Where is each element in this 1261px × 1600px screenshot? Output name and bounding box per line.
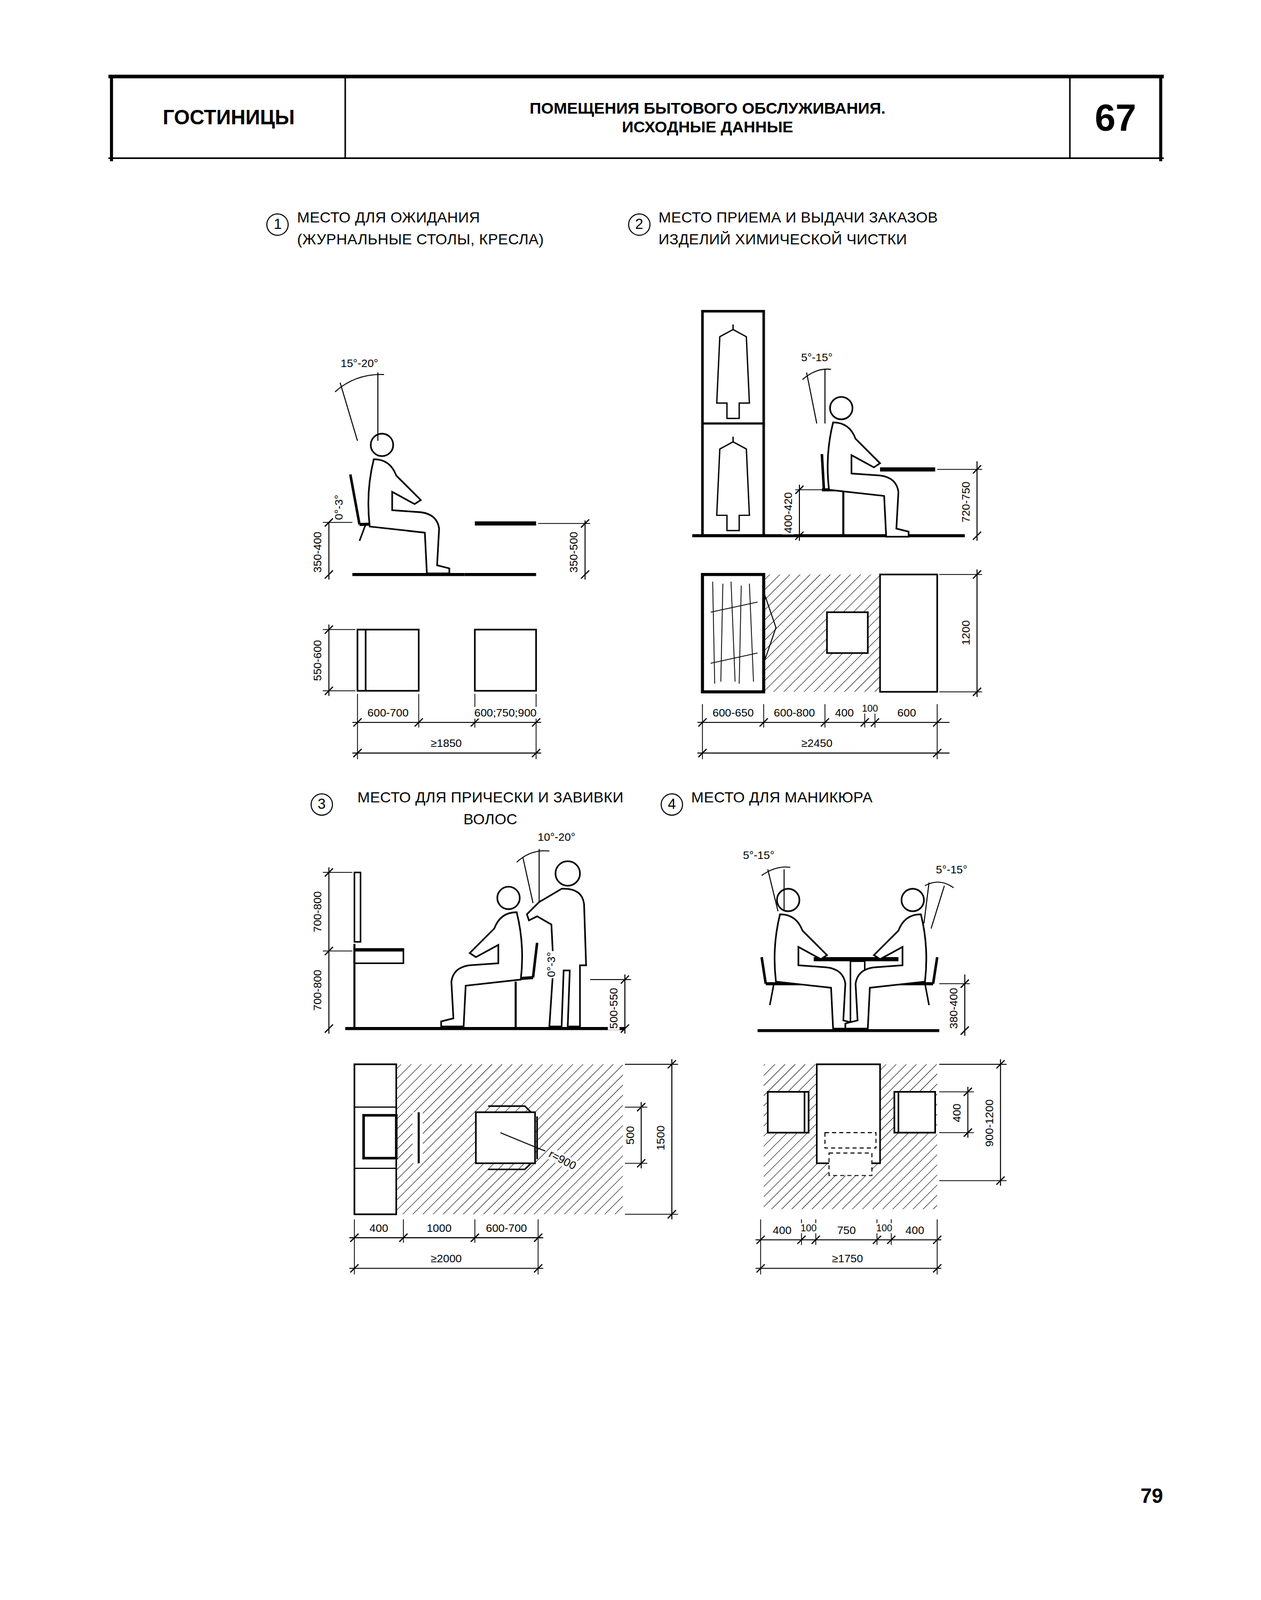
dimension-label: 5°-15°	[799, 351, 834, 364]
callout-heading: 1 МЕСТО ДЛЯ ОЖИДАНИЯ (ЖУРНАЛЬНЫЕ СТОЛЫ, К…	[266, 207, 585, 251]
dimension-label: 350-500	[567, 530, 580, 575]
dimension-label: 400	[950, 1102, 963, 1124]
dimension-label: ≥2000	[429, 1252, 463, 1265]
place-title: МЕСТО ДЛЯ ОЖИДАНИЯ (ЖУРНАЛЬНЫЕ СТОЛЫ, КР…	[297, 207, 586, 251]
dimension-label: ≥1750	[830, 1252, 864, 1265]
dimension-label: 600;750;900	[473, 706, 538, 719]
title-text: 67	[1094, 96, 1137, 140]
dimension-label: 720-750	[960, 480, 972, 525]
manicure-place-drawing	[755, 867, 1007, 1275]
dimension-label: 700-800	[311, 968, 324, 1012]
dimension-label: 380-400	[947, 987, 960, 1031]
dimension-label: 0°-3°	[545, 951, 558, 979]
dimension-label: 5°-15°	[934, 863, 969, 876]
dimension-label: 400	[904, 1224, 926, 1237]
dimension-label: 600-700	[484, 1222, 528, 1235]
dimension-label: ≥1850	[429, 737, 463, 750]
dimension-label: 700-800	[311, 890, 324, 934]
dimension-label: 600-800	[772, 706, 816, 719]
callout-number: 4	[660, 793, 684, 816]
dimension-label: 500-550	[607, 987, 620, 1031]
callout-number: 1	[266, 213, 289, 236]
callout-heading: 4 МЕСТО ДЛЯ МАНИКЮРА	[660, 787, 873, 816]
dimension-label: 0°-3°	[332, 493, 345, 521]
callout-number: 3	[310, 793, 333, 816]
hairdressing-place-drawing	[322, 849, 679, 1275]
dimension-label: 400-420	[782, 490, 795, 535]
callout-heading: 2 МЕСТО ПРИЕМА И ВЫДАЧИ ЗАКАЗОВ ИЗДЕЛИЙ Х…	[628, 207, 969, 251]
dimension-label: 350-400	[311, 530, 324, 575]
place-title: МЕСТО ДЛЯ МАНИКЮРА	[691, 787, 873, 810]
dimension-label: 400	[834, 706, 855, 719]
dimension-label: 400	[368, 1222, 390, 1235]
dimension-label: 1200	[960, 619, 972, 647]
dimension-label: 10°-20°	[536, 831, 577, 844]
dimension-label: 100	[875, 1223, 894, 1234]
dimension-label: 1000	[425, 1222, 453, 1235]
dimension-label: 550-600	[311, 638, 324, 682]
dimension-label: 600	[896, 706, 918, 719]
sheet-number-cell: 67	[1069, 78, 1161, 157]
dimension-label: 900-1200	[983, 1098, 996, 1148]
title-text: ГОСТИНИЦЫ	[162, 106, 295, 130]
place-title: МЕСТО ДЛЯ ПРИЧЕСКИ И ЗАВИВКИ ВОЛОС	[340, 787, 640, 831]
dimension-label: 600-700	[366, 706, 410, 719]
title-text: ПОМЕЩЕНИЯ БЫТОВОГО ОБСЛУЖИВАНИЯ. ИСХОДНЫ…	[510, 99, 906, 137]
section-title-cell: ГОСТИНИЦЫ	[112, 78, 345, 157]
dimension-label: r=900	[545, 1147, 580, 1173]
dimension-label: ≥2450	[800, 737, 834, 750]
dimension-label: 600-650	[711, 706, 755, 719]
dimension-label: 100	[860, 703, 879, 714]
dimension-label: 400	[771, 1224, 793, 1237]
page-number: 79	[1139, 1486, 1164, 1508]
sheet-title-cell: ПОМЕЩЕНИЯ БЫТОВОГО ОБСЛУЖИВАНИЯ. ИСХОДНЫ…	[345, 78, 1070, 157]
dimension-label: 100	[799, 1223, 818, 1234]
callout-heading: 3 МЕСТО ДЛЯ ПРИЧЕСКИ И ЗАВИВКИ ВОЛОС	[310, 787, 640, 831]
callout-number: 2	[628, 213, 651, 236]
dimension-label: 5°-15°	[741, 849, 776, 862]
header-frame	[108, 76, 1164, 162]
dimension-label: 15°-20°	[339, 357, 380, 370]
place-title: МЕСТО ПРИЕМА И ВЫДАЧИ ЗАКАЗОВ ИЗДЕЛИЙ ХИ…	[658, 207, 969, 251]
dimension-label: 750	[836, 1224, 858, 1237]
dimension-label: 1500	[654, 1124, 667, 1153]
dry-cleaning-counter-drawing	[692, 311, 982, 760]
dimension-label: 500	[624, 1124, 637, 1146]
waiting-area-drawing	[322, 372, 591, 760]
